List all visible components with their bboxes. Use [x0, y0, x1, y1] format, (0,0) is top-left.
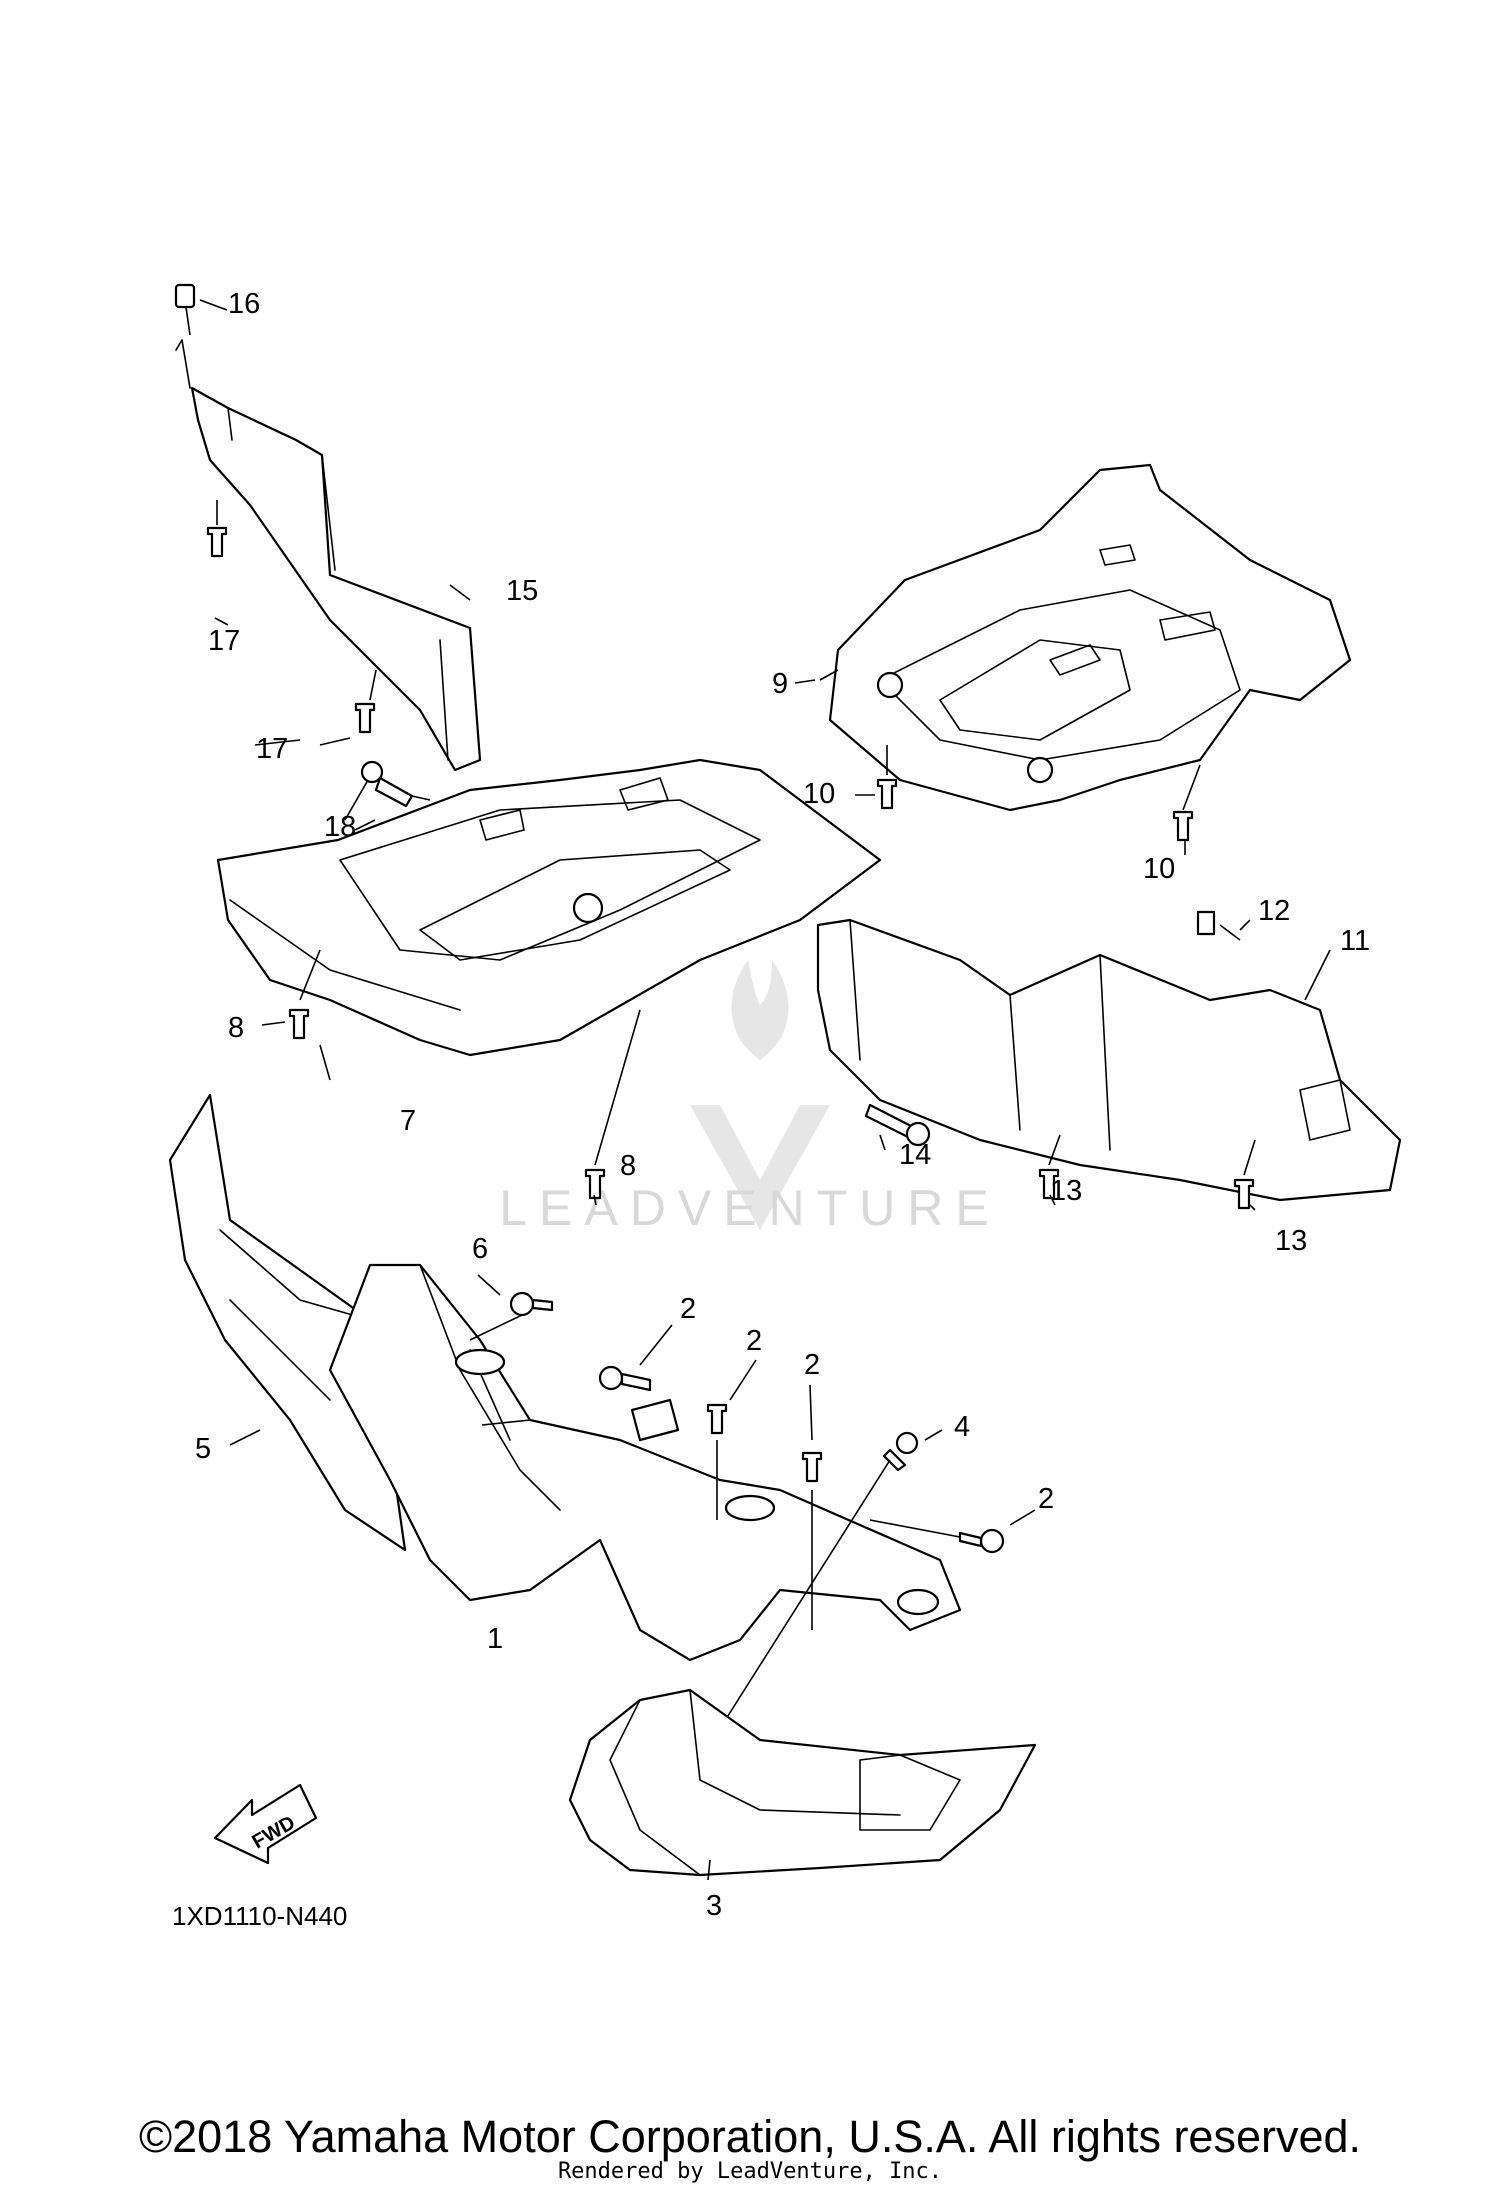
part-5-guard	[168, 1093, 407, 1552]
label-18: 18	[324, 811, 356, 843]
label-8-b: 8	[620, 1150, 636, 1182]
label-5: 5	[195, 1433, 211, 1465]
label-14: 14	[899, 1139, 931, 1171]
bolt-2-c	[801, 1451, 823, 1483]
bolt-10-a	[876, 778, 898, 810]
label-12: 12	[1258, 895, 1290, 927]
label-15: 15	[506, 575, 538, 607]
callout-labels: 16 15 17 17 18 9 10 10 12 11 8 7 8 14 13…	[195, 288, 1370, 1922]
label-2-b: 2	[746, 1325, 762, 1357]
clip-12	[1196, 910, 1216, 936]
label-2-a: 2	[680, 1293, 696, 1325]
label-9: 9	[772, 668, 788, 700]
label-7: 7	[400, 1105, 416, 1137]
fwd-arrow: FWD	[213, 1783, 318, 1865]
clip-16	[174, 283, 196, 309]
bolt-8-b	[584, 1168, 606, 1200]
bolt-8-a	[288, 1008, 310, 1040]
label-17-b: 17	[256, 733, 288, 765]
bolt-2-b	[706, 1403, 728, 1435]
rendered-by-text: Rendered by LeadVenture, Inc.	[558, 2159, 942, 2184]
label-4: 4	[954, 1411, 970, 1443]
label-1: 1	[487, 1623, 503, 1655]
label-13-b: 13	[1275, 1225, 1307, 1257]
label-10-b: 10	[1143, 853, 1175, 885]
bolt-13-a	[1038, 1168, 1060, 1200]
label-13-a: 13	[1050, 1175, 1082, 1207]
bolt-10-b	[1172, 810, 1194, 842]
part-7-skid-plate	[216, 758, 882, 1057]
label-2-c: 2	[804, 1349, 820, 1381]
bolt-2-d	[979, 1528, 1005, 1554]
bolt-2-a	[598, 1365, 624, 1391]
leader-lines	[199, 299, 1331, 1881]
part-11-side-guard	[816, 910, 1402, 1210]
fasteners-lower	[469, 1291, 1005, 1761]
bolt-17-a	[206, 526, 228, 558]
label-3: 3	[706, 1890, 722, 1922]
label-17-a: 17	[208, 625, 240, 657]
bolt-17-b	[354, 702, 376, 734]
bolt-6	[509, 1291, 535, 1317]
part-3-lower-guard	[568, 1688, 1037, 1877]
part-9-skid-plate	[819, 463, 1352, 812]
diagram-code: 1XD1110-N440	[172, 1901, 347, 1931]
bolt-4	[895, 1431, 919, 1455]
watermark-text: LEADVENTURE	[499, 1180, 1001, 1236]
label-2-d: 2	[1038, 1483, 1054, 1515]
rivet-18	[360, 760, 384, 784]
part-15-side-panel	[175, 339, 482, 772]
bolt-13-b	[1233, 1178, 1255, 1210]
fasteners-middle	[288, 745, 1201, 1200]
part-1-bumper-frame	[328, 1263, 962, 1662]
copyright-text: ©2018 Yamaha Motor Corporation, U.S.A. A…	[139, 2111, 1361, 2162]
label-16: 16	[228, 288, 260, 320]
label-8-a: 8	[228, 1012, 244, 1044]
label-10-a: 10	[803, 778, 835, 810]
label-6: 6	[472, 1233, 488, 1265]
leadventure-watermark: LEADVENTURE	[499, 960, 1001, 1236]
label-11: 11	[1340, 925, 1370, 957]
fasteners-upper-left	[174, 283, 431, 808]
